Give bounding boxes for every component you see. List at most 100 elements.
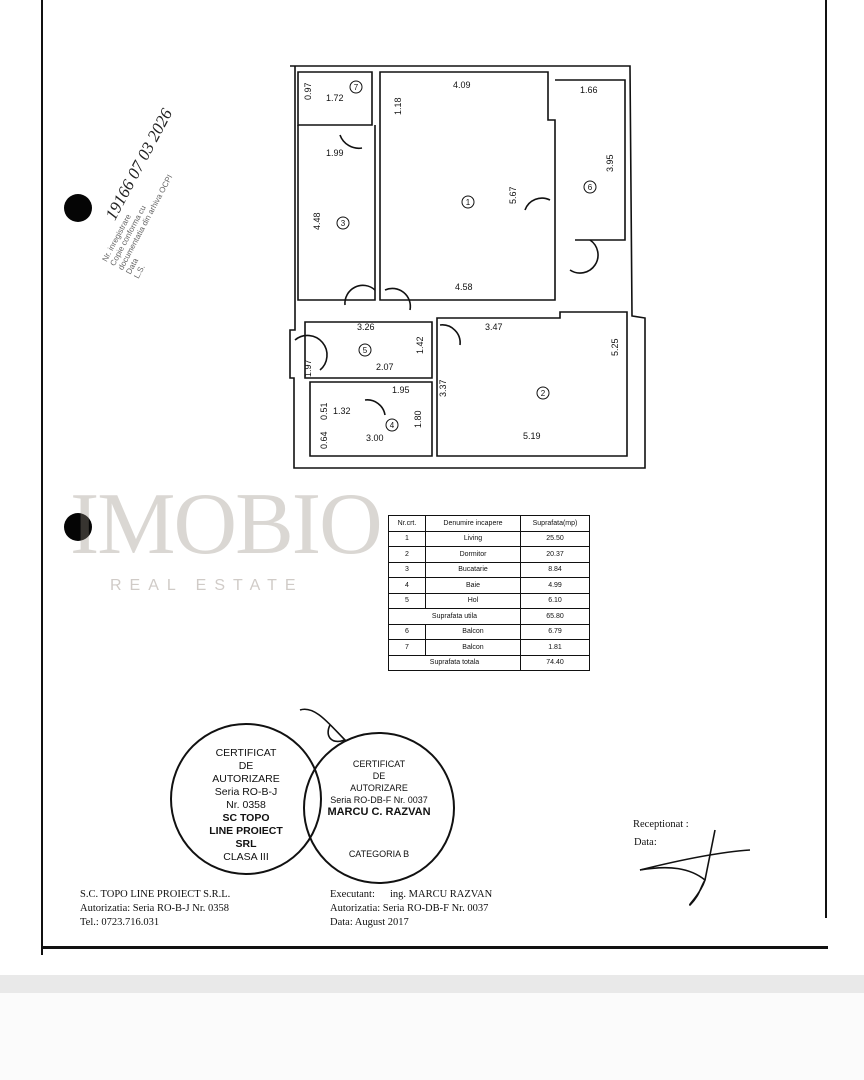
seal-line: DE: [238, 760, 254, 772]
room-number: 5: [363, 346, 368, 355]
seal-line: Nr. 0358: [226, 799, 266, 811]
inner-wall: [309, 381, 433, 457]
room-number: 2: [541, 389, 546, 398]
inner-wall: [555, 79, 626, 241]
bottom-border-line: [42, 946, 828, 949]
seal-line: CERTIFICAT: [215, 747, 277, 759]
cell: Living: [425, 530, 521, 547]
cell: 7: [388, 639, 426, 656]
next-page: [0, 993, 864, 1080]
door-arc: [339, 134, 363, 150]
cell: 4: [388, 577, 426, 594]
seal-line: Seria RO-DB-F Nr. 0037: [330, 795, 428, 805]
cell: 25.50: [520, 530, 590, 547]
document-date: Data: August 2017: [330, 917, 409, 928]
seal-left: CERTIFICAT DE AUTORIZARE Seria RO-B-J Nr…: [170, 723, 322, 875]
seal-line: CLASA III: [223, 851, 269, 863]
executant-authorization: Autorizatia: Seria RO-DB-F Nr. 0037: [330, 903, 489, 914]
dimension-label: 1.95: [392, 385, 410, 395]
dimension-label: 0.97: [303, 82, 313, 100]
dimension-label: 3.00: [366, 433, 384, 443]
door-arc: [294, 334, 328, 371]
seal-line: CATEGORIA B: [348, 849, 410, 859]
door-arc: [524, 197, 551, 211]
company-authorization: Autorizatia: Seria RO-B-J Nr. 0358: [80, 903, 230, 914]
received-date-label: Data:: [634, 837, 657, 848]
cell: 74.40: [520, 654, 590, 671]
cell: 3: [388, 561, 426, 578]
page-gap: [0, 975, 864, 993]
room-number: 6: [588, 183, 593, 192]
seal-line: SC TOPO: [222, 812, 270, 824]
outer-wall: [289, 65, 646, 469]
cell: 8.84: [520, 561, 590, 578]
seal-line: LINE PROIECT: [209, 825, 283, 837]
seal-line: AUTORIZARE: [212, 773, 280, 785]
header-cell: Nr.crt.: [388, 515, 426, 532]
seal-line: CERTIFICAT: [352, 759, 406, 769]
room-number: 4: [390, 421, 395, 430]
header-cell: Suprafata(mp): [520, 515, 590, 532]
dimension-label: 5.19: [523, 431, 541, 441]
inner-wall: [297, 125, 376, 301]
dimension-label: 1.72: [326, 93, 344, 103]
executant-label: Executant:: [330, 889, 375, 900]
room-number: 1: [466, 198, 471, 207]
cell: 6.79: [520, 623, 590, 640]
cell: Baie: [425, 577, 521, 594]
cell: 4.99: [520, 577, 590, 594]
door-arc: [344, 284, 376, 306]
dimension-label: 2.07: [376, 362, 394, 372]
cell: 1.81: [520, 639, 590, 656]
dimension-label: 1.99: [326, 148, 344, 158]
seal-line: MARCU C. RAZVAN: [327, 806, 431, 818]
dimension-label: 5.25: [610, 338, 620, 356]
right-border-line: [825, 0, 827, 918]
watermark-tagline: REAL ESTATE: [110, 577, 304, 594]
area-table: Nr.crt. Denumire incapere Suprafata(mp) …: [388, 515, 590, 671]
dimension-label: 1.80: [413, 410, 423, 428]
cell: Suprafata utila: [388, 608, 521, 625]
dimension-label: 3.95: [605, 154, 615, 172]
cell: 6.10: [520, 592, 590, 609]
dimension-label: 3.37: [438, 379, 448, 397]
door-arc: [439, 324, 461, 346]
dimension-label: 4.48: [312, 212, 322, 230]
cell: Balcon: [425, 639, 521, 656]
dimension-label: 4.58: [455, 282, 473, 292]
cell: Dormitor: [425, 546, 521, 563]
seal-line: AUTORIZARE: [350, 783, 408, 793]
seal-line: DE: [372, 771, 386, 781]
phone: Tel.: 0723.716.031: [80, 917, 160, 928]
dimension-label: 1.66: [580, 85, 598, 95]
cell: 65.80: [520, 608, 590, 625]
cell: Bucatarie: [425, 561, 521, 578]
table-header: Nr.crt. Denumire incapere Suprafata(mp): [388, 515, 590, 532]
dimension-label: 3.47: [485, 322, 503, 332]
room-number: 7: [354, 83, 359, 92]
cell: 20.37: [520, 546, 590, 563]
company-name: S.C. TOPO LINE PROIECT S.R.L.: [80, 889, 231, 900]
cell: 1: [388, 530, 426, 547]
door-arc: [569, 239, 599, 274]
cell: 5: [388, 592, 426, 609]
dimension-label: 3.26: [357, 322, 375, 332]
received-label: Receptionat :: [633, 819, 689, 830]
punch-hole: [64, 513, 92, 541]
room-number: 3: [341, 219, 346, 228]
door-arc: [384, 287, 412, 311]
inner-wall: [304, 321, 433, 379]
cell: Suprafata totala: [388, 654, 521, 671]
cell: Hol: [425, 592, 521, 609]
floor-plan: 4.09 1.66 0.97 1.72 1.18 1.99 5.67 3.95 …: [289, 65, 751, 906]
dimension-label: 1.97: [303, 359, 313, 377]
door-arc: [364, 399, 386, 416]
